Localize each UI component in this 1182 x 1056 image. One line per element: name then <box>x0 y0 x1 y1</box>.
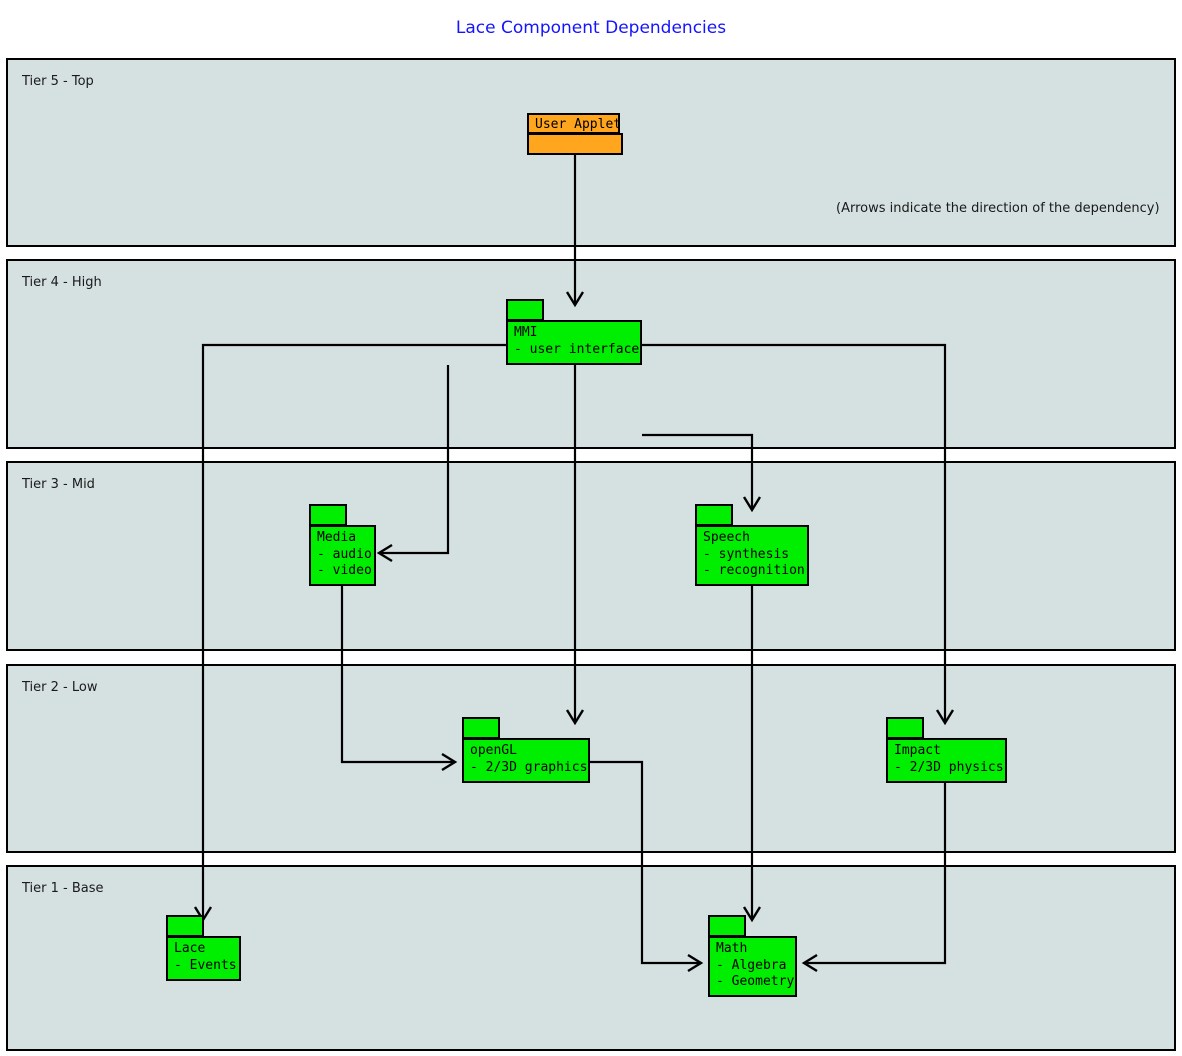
arrow-head-icon <box>935 709 955 726</box>
dependency-mmi-to-speech <box>642 433 762 513</box>
package-detail-media-1: - audio <box>317 546 372 562</box>
package-label-speech: Speech <box>703 530 750 545</box>
dependency-mmi-to-lace <box>193 343 506 923</box>
dependency-media-to-opengl <box>340 586 458 772</box>
package-body-speech: Speech- synthesis- recognition <box>695 525 809 586</box>
package-detail-media-2: - video <box>317 563 372 578</box>
dependency-opengl-to-math <box>590 760 704 973</box>
package-label-opengl: openGL <box>470 743 517 758</box>
package-detail-math-1: - Algebra <box>716 957 787 973</box>
arrow-head-icon <box>565 291 585 308</box>
package-tab-impact <box>886 717 924 739</box>
dependency-impact-to-math <box>801 783 947 973</box>
package-detail-impact-1: - 2/3D physics <box>894 759 1004 775</box>
arrow-head-icon <box>742 496 762 513</box>
tier-label-tier3: Tier 3 - Mid <box>22 477 95 492</box>
tier-label-tier2: Tier 2 - Low <box>22 680 98 695</box>
dependency-mmi-to-media <box>376 365 450 563</box>
package-tab-math <box>708 915 746 937</box>
package-label-user-applet: User Applet <box>535 117 622 132</box>
tier-label-tier1: Tier 1 - Base <box>22 881 104 896</box>
dependency-speech-to-math <box>742 586 762 923</box>
package-detail-mmi-1: - user interface <box>514 341 640 357</box>
arrow-head-icon <box>801 953 818 973</box>
package-body-impact: Impact- 2/3D physics <box>886 738 1007 783</box>
arrow-head-icon <box>376 543 393 563</box>
dependency-mmi-to-impact <box>642 343 955 726</box>
arrow-direction-note: (Arrows indicate the direction of the de… <box>836 201 1160 216</box>
package-label-media: Media <box>317 530 357 545</box>
package-label-math: Math <box>716 941 748 956</box>
package-detail-math-2: - Geometry <box>716 974 795 989</box>
package-tab-lace <box>166 915 204 937</box>
arrow-head-icon <box>742 906 762 923</box>
package-body-user-applet <box>527 133 623 155</box>
package-tab-user-applet: User Applet <box>527 113 622 134</box>
package-detail-speech-2: - recognition <box>703 563 805 578</box>
tier-label-tier5: Tier 5 - Top <box>22 74 94 89</box>
tier-container-tier3: Tier 3 - Mid <box>6 461 1176 651</box>
package-tab-opengl <box>462 717 500 739</box>
package-label-impact: Impact <box>894 743 941 758</box>
package-tab-speech <box>695 504 733 526</box>
dependency-user-applet-to-mmi <box>565 155 585 308</box>
dependency-mmi-to-opengl <box>565 365 585 726</box>
package-detail-lace-1: - Events <box>174 957 237 973</box>
package-label-lace: Lace <box>174 941 206 956</box>
package-tab-media <box>309 504 347 526</box>
package-body-media: Media- audio- video <box>309 525 376 586</box>
package-detail-speech-1: - synthesis <box>703 546 790 562</box>
package-body-mmi: MMI- user interface <box>506 320 642 365</box>
package-body-math: Math- Algebra- Geometry <box>708 936 797 997</box>
arrow-head-icon <box>441 752 458 772</box>
package-body-lace: Lace- Events <box>166 936 241 981</box>
page-title: Lace Component Dependencies <box>455 18 727 38</box>
package-tab-mmi <box>506 299 544 321</box>
tier-container-tier2: Tier 2 - Low <box>6 664 1176 853</box>
package-label-mmi: MMI <box>514 325 538 340</box>
package-detail-opengl-1: - 2/3D graphics <box>470 759 588 775</box>
tier-label-tier4: Tier 4 - High <box>22 275 102 290</box>
package-body-opengl: openGL- 2/3D graphics <box>462 738 590 783</box>
arrow-head-icon <box>565 709 585 726</box>
arrow-head-icon <box>687 953 704 973</box>
